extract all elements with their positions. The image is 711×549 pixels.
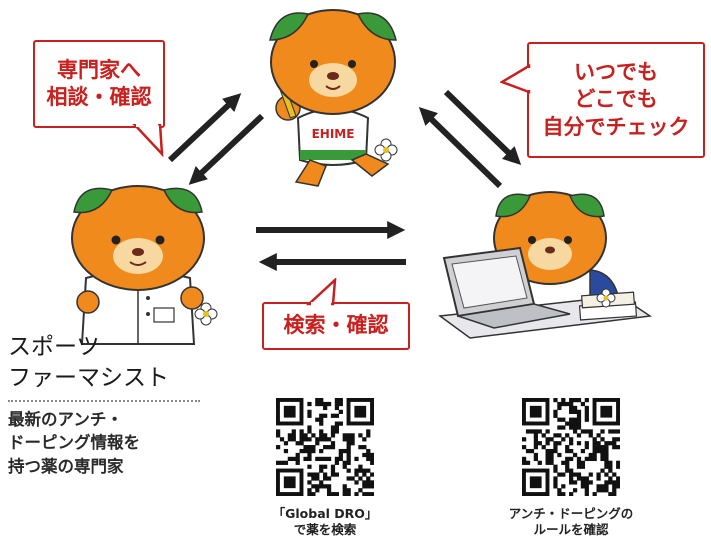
arrow-laptop-to-top (418, 106, 503, 189)
bubble-anytime-line-2: どこでも (574, 87, 658, 112)
qr1-caption-line-2: で薬を検索 (293, 521, 357, 537)
bubble-search-label: 検索・確認 (283, 313, 389, 338)
pharmacist-title: スポーツ ファーマシスト (8, 332, 169, 394)
qr-code-anti-doping-rules[interactable] (522, 398, 620, 496)
mascot-running-icon: EHIME (269, 9, 398, 187)
pharmacist-desc-line-1: 最新のアンチ・ (8, 410, 123, 429)
bubble-search-tail (305, 278, 337, 306)
mascot-shirt-text: EHIME (312, 127, 355, 141)
bubble-expert-line-1: 専門家へ (57, 57, 141, 82)
arrow-pharmacist-to-top (167, 93, 242, 163)
arrow-top-to-pharmacist (188, 113, 265, 185)
bubble-expert-line-2: 相談・確認 (46, 85, 152, 109)
bubble-anytime-check: いつでも どこでも 自分でチェック (527, 42, 705, 158)
bubble-anytime-tail (500, 63, 531, 94)
qr1-caption-line-1: 「Global DRO」 (272, 506, 378, 521)
pharmacist-title-line-2: ファーマシスト (8, 365, 169, 392)
qr2-caption-line-2: ルールを確認 (533, 521, 609, 537)
bubble-anytime-line-1: いつでも (574, 60, 658, 85)
arrow-top-to-laptop (443, 89, 522, 166)
qr-caption-global-dro: 「Global DRO」 で薬を検索 (255, 506, 395, 537)
pharmacist-title-line-1: スポーツ (8, 334, 100, 360)
pharmacist-description: 最新のアンチ・ ドーピング情報を 持つ薬の専門家 (8, 408, 140, 478)
bubble-anytime-line-3: 自分でチェック (542, 114, 690, 139)
qr-code-global-dro[interactable] (276, 398, 374, 496)
pharmacist-desc-line-3: 持つ薬の専門家 (8, 456, 124, 476)
qr-caption-anti-doping-rules: アンチ・ドーピングの ルールを確認 (496, 506, 646, 537)
bubble-expert-consult: 専門家へ 相談・確認 (33, 40, 165, 128)
bubble-expert-tail (132, 124, 164, 158)
mascot-laptop-icon (438, 191, 653, 339)
pharmacist-desc-line-2: ドーピング情報を (8, 433, 140, 453)
qr2-caption-line-1: アンチ・ドーピングの (508, 506, 634, 521)
bubble-search-confirm: 検索・確認 (262, 302, 410, 350)
mascot-pharmacist-icon (71, 185, 218, 345)
pharmacist-divider (8, 400, 200, 402)
